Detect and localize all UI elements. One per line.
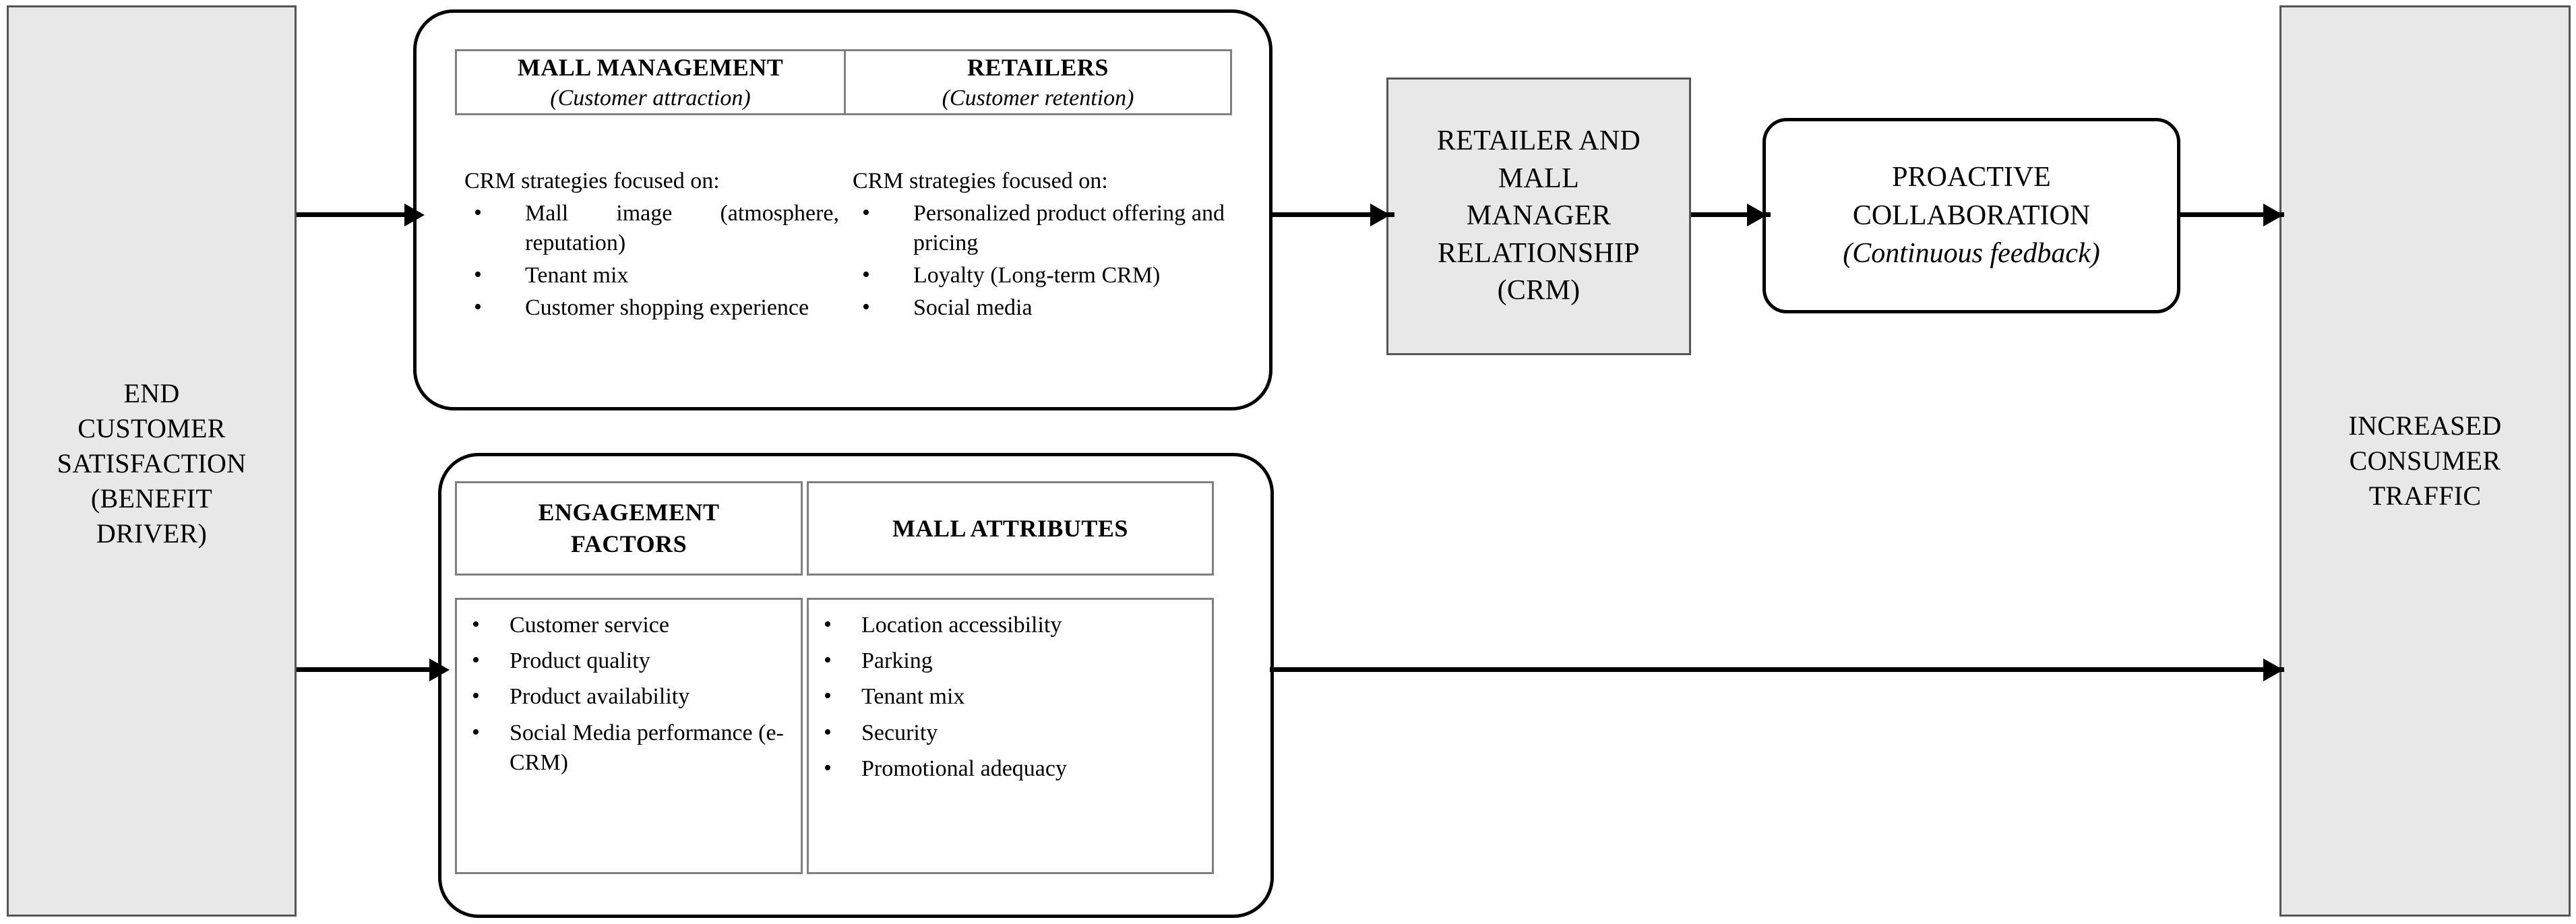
arrow-lower-panel-to-increased-traffic xyxy=(1270,667,2284,672)
increased-traffic-line-3: TRAFFIC xyxy=(2368,481,2482,511)
list-item: Customer shopping experience xyxy=(455,292,846,323)
upper-panel-body-row: CRM strategies focused on: Mall image (a… xyxy=(455,167,1231,326)
list-item: Social Media performance (e-CRM) xyxy=(457,718,801,778)
crm-relationship-line-4: RELATIONSHIP xyxy=(1438,237,1640,269)
proactive-collaboration-text: PROACTIVE COLLABORATION (Continuous feed… xyxy=(1843,158,2099,273)
list-item: Mall image (atmosphere, reputation) xyxy=(455,197,846,258)
engagement-factors-title-line-1: ENGAGEMENT xyxy=(538,499,720,526)
lower-panel-header-row: ENGAGEMENT FACTORS MALL ATTRIBUTES xyxy=(455,481,1214,576)
retailers-title: RETAILERS xyxy=(967,54,1109,81)
mall-attributes-title: MALL ATTRIBUTES xyxy=(892,514,1128,542)
mall-management-header-cell: MALL MANAGEMENT (Customer attraction) xyxy=(455,49,846,115)
increased-consumer-traffic-box: INCREASED CONSUMER TRAFFIC xyxy=(2279,5,2571,917)
mall-management-bullet-list: Mall image (atmosphere, reputation) Tena… xyxy=(455,197,846,324)
mall-management-subtitle: (Customer attraction) xyxy=(550,86,751,111)
list-item: Tenant mix xyxy=(809,681,1212,712)
arrow-end-customer-to-lower-panel xyxy=(297,667,442,672)
arrowhead-increased-traffic-in-bottom xyxy=(2263,658,2283,681)
mall-attributes-header-cell: MALL ATTRIBUTES xyxy=(807,481,1214,576)
end-customer-line-2: CUSTOMER xyxy=(78,413,226,443)
arrowhead-upper-panel-in xyxy=(404,204,425,226)
proactive-collaboration-box: PROACTIVE COLLABORATION (Continuous feed… xyxy=(1762,118,2180,313)
list-item: Customer service xyxy=(457,610,801,640)
list-item: Social media xyxy=(843,292,1231,323)
retailers-subtitle: (Customer retention) xyxy=(942,86,1134,111)
arrow-upper-panel-to-crm-relationship xyxy=(1270,212,1394,217)
upper-panel-header-row: MALL MANAGEMENT (Customer attraction) RE… xyxy=(455,49,1232,115)
end-customer-line-3: SATISFACTION xyxy=(57,448,247,479)
arrowhead-lower-panel-in xyxy=(429,658,450,681)
retailers-bullet-list: Personalized product offering and pricin… xyxy=(843,197,1231,324)
increased-traffic-line-2: CONSUMER xyxy=(2349,445,2501,476)
mall-attributes-bullet-list: Location accessibility Parking Tenant mi… xyxy=(809,600,1212,784)
arrow-crm-relationship-to-proactive xyxy=(1691,212,1771,217)
mall-management-lead-text: CRM strategies focused on: xyxy=(464,168,720,193)
crm-relationship-line-5: (CRM) xyxy=(1497,275,1581,307)
list-item: Loyalty (Long-term CRM) xyxy=(843,260,1231,290)
list-item: Product quality xyxy=(457,646,801,676)
crm-relationship-line-2: MALL xyxy=(1498,162,1580,194)
proactive-line-2: COLLABORATION xyxy=(1852,199,2091,231)
arrowhead-proactive-in xyxy=(1747,204,1767,226)
end-customer-satisfaction-box: END CUSTOMER SATISFACTION (BENEFIT DRIVE… xyxy=(7,5,297,917)
mall-management-title: MALL MANAGEMENT xyxy=(517,54,784,81)
crm-relationship-text: RETAILER AND MALL MANAGER RELATIONSHIP (… xyxy=(1437,123,1640,309)
mall-attributes-body-box: Location accessibility Parking Tenant mi… xyxy=(807,598,1214,874)
engagement-factors-body-box: Customer service Product quality Product… xyxy=(455,598,803,874)
increased-traffic-line-1: INCREASED xyxy=(2348,410,2502,441)
engagement-factors-header-cell: ENGAGEMENT FACTORS xyxy=(455,481,803,576)
proactive-line-1: PROACTIVE xyxy=(1892,161,2051,193)
list-item: Security xyxy=(809,718,1212,748)
list-item: Parking xyxy=(809,646,1212,676)
arrowhead-increased-traffic-in-top xyxy=(2263,204,2283,226)
list-item: Location accessibility xyxy=(809,610,1212,640)
end-customer-line-5: DRIVER) xyxy=(96,518,208,549)
list-item: Personalized product offering and pricin… xyxy=(843,197,1231,258)
list-item: Promotional adequacy xyxy=(809,753,1212,784)
end-customer-line-4: (BENEFIT xyxy=(90,483,213,514)
engagement-factors-title-line-2: FACTORS xyxy=(570,530,687,557)
retailer-mall-manager-relationship-box: RETAILER AND MALL MANAGER RELATIONSHIP (… xyxy=(1386,78,1691,355)
arrow-proactive-to-increased-traffic xyxy=(2178,212,2284,217)
end-customer-line-1: END xyxy=(123,378,180,408)
retailers-lead-text: CRM strategies focused on: xyxy=(853,168,1108,193)
proactive-line-3: (Continuous feedback) xyxy=(1843,238,2100,270)
arrow-end-customer-to-upper-panel xyxy=(297,212,418,217)
retailers-strategies-column: CRM strategies focused on: Personalized … xyxy=(843,167,1231,326)
crm-relationship-line-1: RETAILER AND xyxy=(1436,125,1641,157)
engagement-factors-bullet-list: Customer service Product quality Product… xyxy=(457,600,801,778)
list-item: Tenant mix xyxy=(455,260,846,290)
crm-relationship-line-3: MANAGER xyxy=(1466,200,1612,232)
mall-management-strategies-column: CRM strategies focused on: Mall image (a… xyxy=(455,167,846,326)
end-customer-satisfaction-text: END CUSTOMER SATISFACTION (BENEFIT DRIVE… xyxy=(57,371,247,551)
retailers-header-cell: RETAILERS (Customer retention) xyxy=(844,49,1232,115)
arrowhead-crm-relationship-in xyxy=(1370,204,1390,226)
list-item: Product availability xyxy=(457,681,801,712)
increased-consumer-traffic-text: INCREASED CONSUMER TRAFFIC xyxy=(2348,408,2501,514)
